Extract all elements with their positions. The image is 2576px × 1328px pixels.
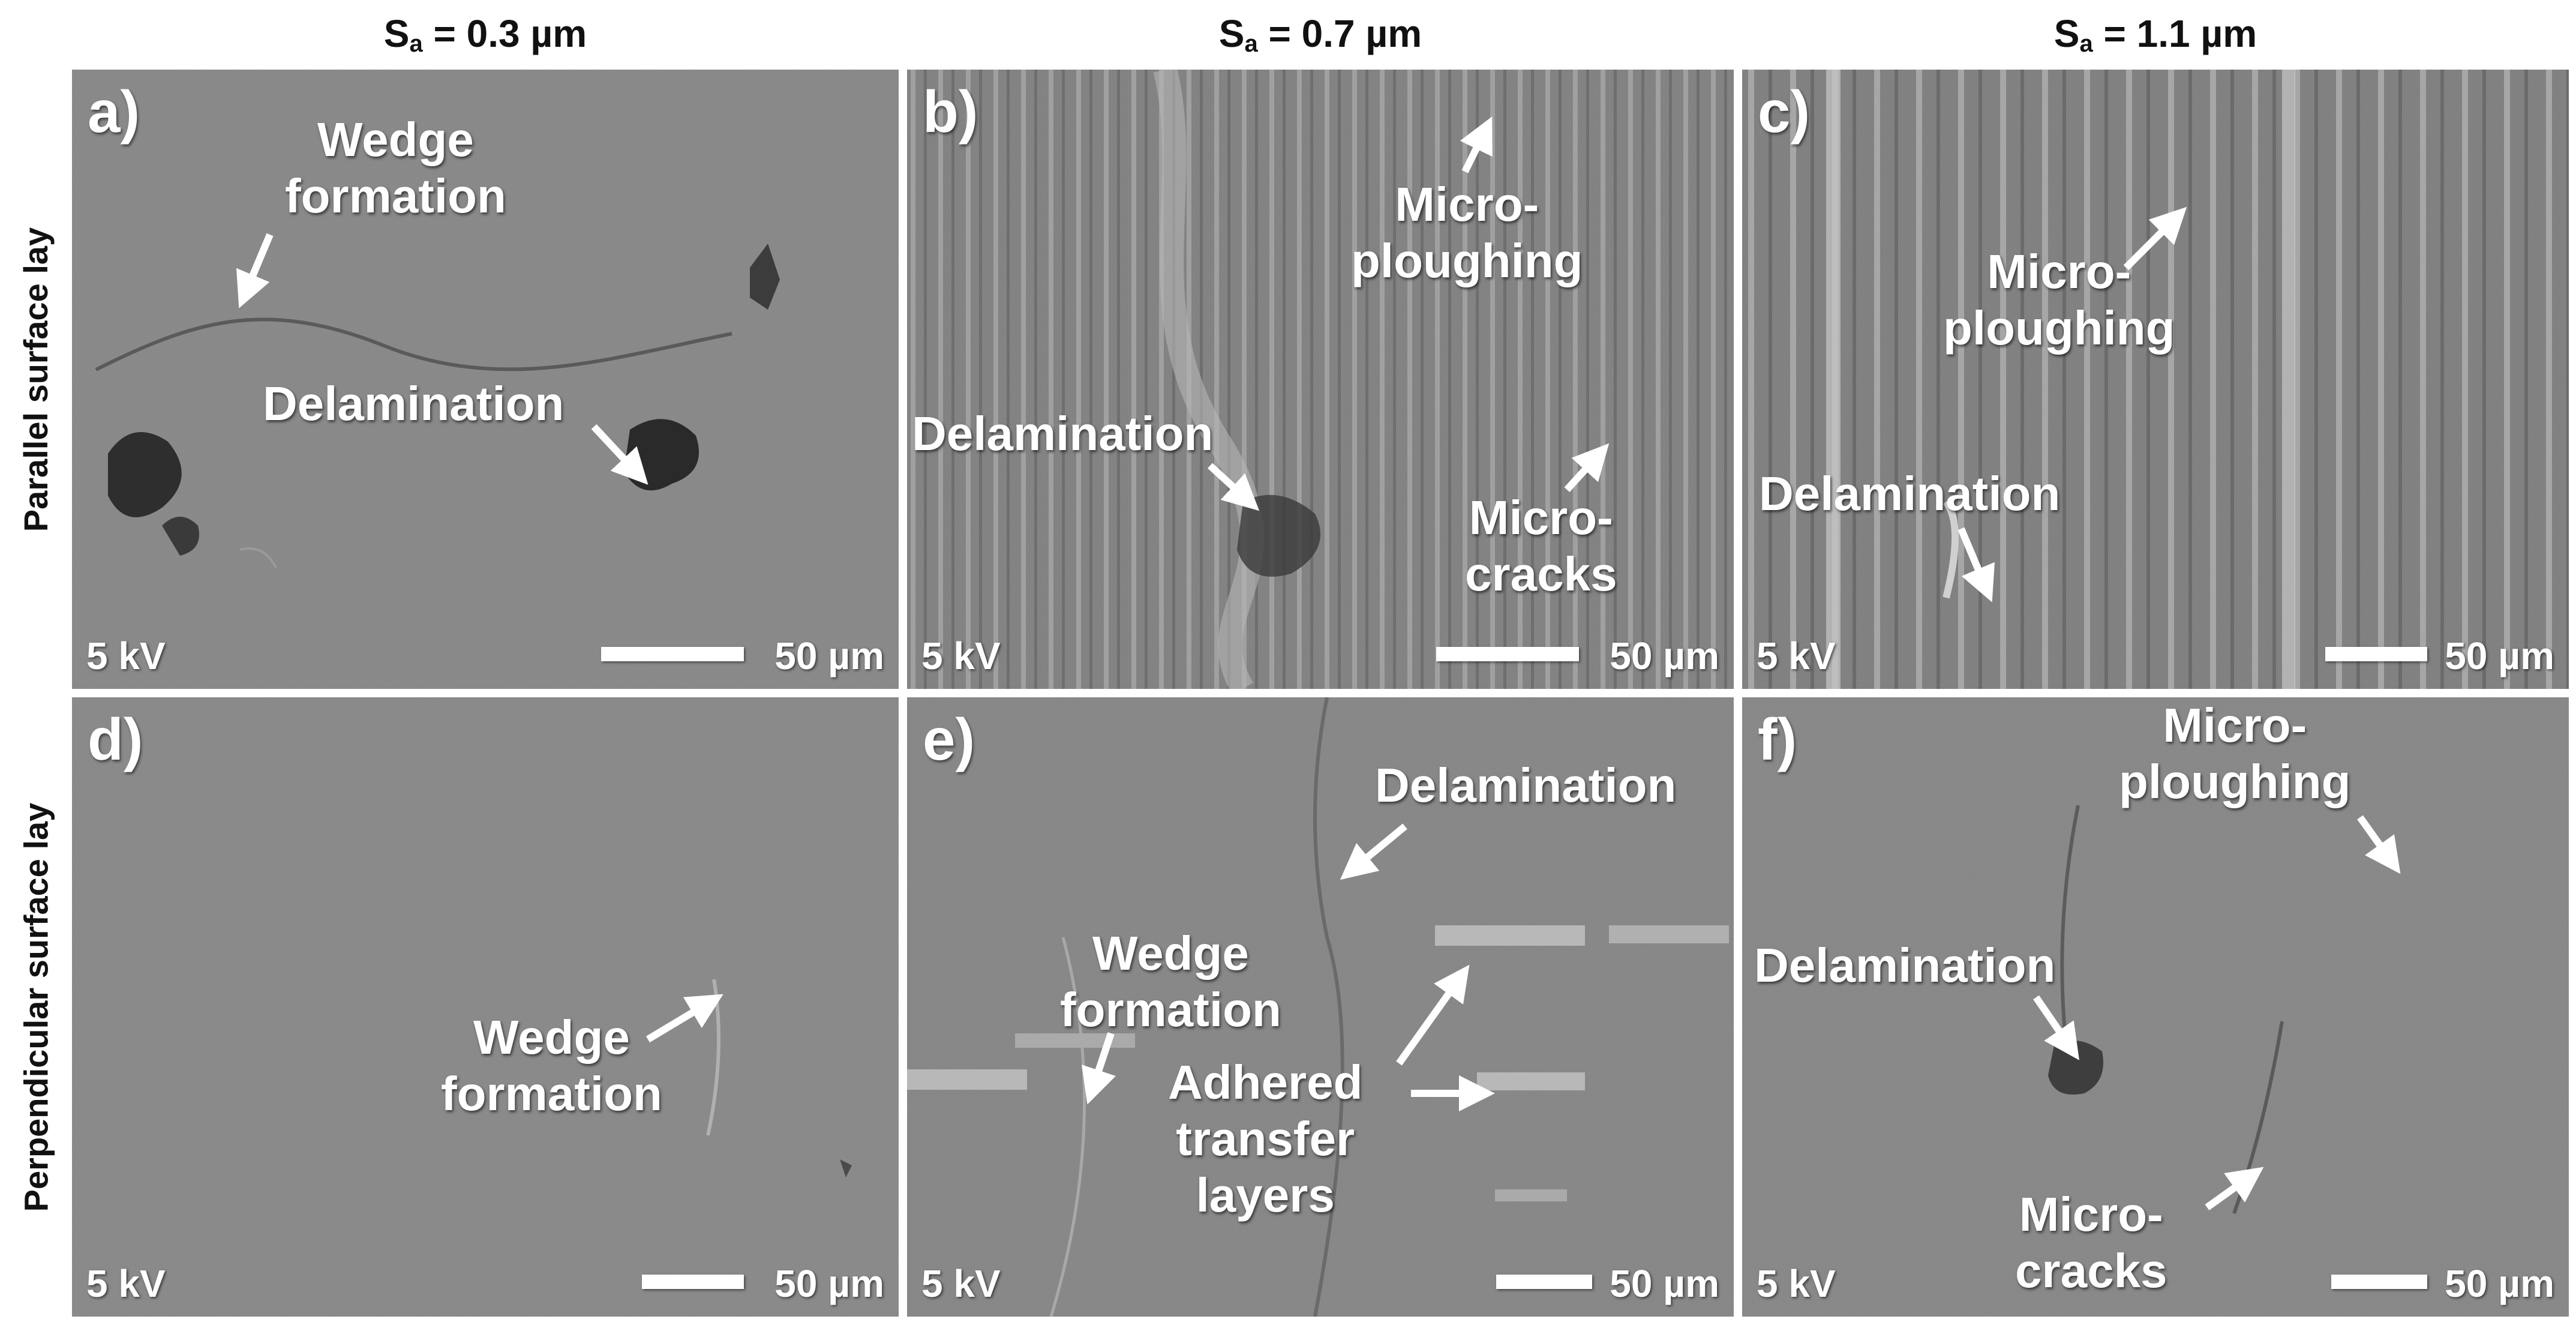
row-label-text: Parallel surface lay: [17, 227, 55, 532]
scale-bar: [601, 647, 744, 661]
sem-texture: [72, 70, 899, 689]
sem-texture: [72, 697, 899, 1317]
voltage-label: 5 kV: [921, 634, 1001, 678]
annotation-wedge-formation: Wedge formation: [285, 113, 506, 223]
annotation-wedge-formation: Wedge formation: [1060, 927, 1281, 1036]
header-subscript: a: [2079, 31, 2093, 57]
scale-bar: [1436, 647, 1579, 661]
panel-label: f): [1758, 706, 1797, 772]
voltage-label: 5 kV: [86, 1262, 166, 1305]
scale-label: 50 µm: [2445, 634, 2554, 678]
panel-label: c): [1758, 79, 1811, 145]
row-label-perpendicular: Perpendicular surface lay: [0, 697, 72, 1317]
annotation-delamination: Delamination: [1759, 467, 2061, 520]
scale-label: 50 µm: [774, 1262, 884, 1305]
scale-label: 50 µm: [1610, 1262, 1719, 1305]
row-label-text: Perpendicular surface lay: [17, 802, 55, 1212]
scale-bar: [2331, 1275, 2427, 1289]
voltage-label: 5 kV: [1757, 634, 1836, 678]
annotation-micro-ploughing: Micro- ploughing: [1943, 245, 2175, 355]
scale-bar: [1496, 1275, 1592, 1289]
header-value: = 0.3 µm: [422, 12, 587, 55]
header-value: = 1.1 µm: [2092, 12, 2257, 55]
panel-label: d): [88, 706, 143, 772]
annotation-adhered-transfer-layers: Adhered transfer layers: [1168, 1056, 1363, 1222]
voltage-label: 5 kV: [921, 1262, 1001, 1305]
annotation-delamination: Delamination: [1375, 759, 1677, 812]
header-subscript: a: [1244, 31, 1258, 57]
scale-label: 50 µm: [1610, 634, 1719, 678]
sem-panel-a: a) Wedge formation Delamination 5 kV 50 …: [72, 70, 899, 689]
header-symbol: S: [2053, 12, 2080, 55]
voltage-label: 5 kV: [1757, 1262, 1836, 1305]
voltage-label: 5 kV: [86, 634, 166, 678]
annotation-wedge-formation: Wedge formation: [441, 1011, 662, 1120]
header-subscript: a: [409, 31, 423, 57]
header-symbol: S: [383, 12, 410, 55]
scale-bar: [2325, 647, 2427, 661]
column-header-1: Sa = 0.3 µm: [72, 5, 899, 62]
sem-texture: [907, 697, 1734, 1317]
scale-bar: [642, 1275, 744, 1289]
sem-panel-c: c) Micro- ploughing Delamination 5 kV 50…: [1742, 70, 2569, 689]
sem-texture: [1742, 697, 2569, 1317]
sem-texture: [1742, 70, 2569, 689]
scale-label: 50 µm: [2445, 1262, 2554, 1305]
row-label-parallel: Parallel surface lay: [0, 70, 72, 689]
sem-texture: [907, 70, 1734, 689]
panel-label: b): [923, 79, 978, 145]
scale-label: 50 µm: [774, 634, 884, 678]
annotation-micro-cracks: Micro- cracks: [1465, 491, 1617, 601]
sem-panel-b: b) Micro- ploughing Delamination Micro- …: [907, 70, 1734, 689]
annotation-micro-ploughing: Micro- ploughing: [2119, 699, 2351, 808]
header-symbol: S: [1218, 12, 1245, 55]
header-value: = 0.7 µm: [1257, 12, 1422, 55]
sem-panel-e: e) Delamination Wedge formation Adhered …: [907, 697, 1734, 1317]
sem-panel-d: d) Wedge formation 5 kV 50 µm: [72, 697, 899, 1317]
sem-panel-f: f) Micro- ploughing Delamination Micro- …: [1742, 697, 2569, 1317]
panel-label: a): [88, 79, 140, 145]
annotation-micro-ploughing: Micro- ploughing: [1351, 178, 1583, 287]
annotation-delamination: Delamination: [912, 407, 1214, 460]
annotation-delamination: Delamination: [1754, 939, 2056, 992]
column-header-2: Sa = 0.7 µm: [907, 5, 1734, 62]
annotation-micro-cracks: Micro- cracks: [2015, 1188, 2167, 1297]
annotation-delamination: Delamination: [263, 377, 565, 430]
panel-label: e): [923, 706, 975, 772]
column-header-3: Sa = 1.1 µm: [1742, 5, 2569, 62]
